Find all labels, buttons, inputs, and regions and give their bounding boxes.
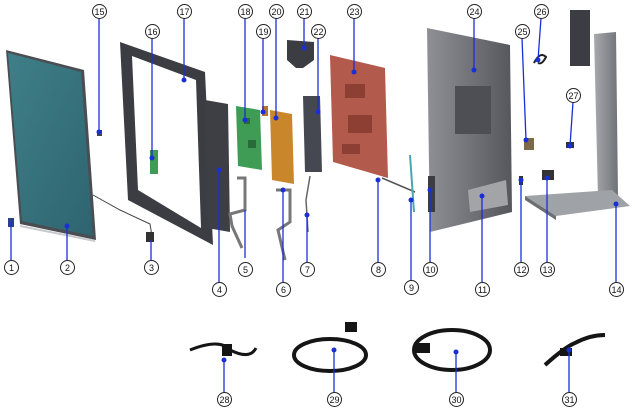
callout-25: 25 <box>515 24 530 39</box>
part-knob <box>542 170 554 180</box>
callout-8: 8 <box>371 262 386 277</box>
callout-1: 1 <box>4 260 19 275</box>
part-power-cord <box>189 342 258 356</box>
callout-22: 22 <box>311 24 326 39</box>
callout-9: 9 <box>404 280 419 295</box>
callout-21: 21 <box>297 4 312 19</box>
callout-24: 24 <box>467 4 482 19</box>
part-rear-cover <box>427 28 512 232</box>
callout-11: 11 <box>475 282 490 297</box>
callout-4: 4 <box>212 282 227 297</box>
callout-12: 12 <box>514 262 529 277</box>
part-light-guide <box>409 154 415 213</box>
callout-10: 10 <box>423 262 438 277</box>
callout-2: 2 <box>60 260 75 275</box>
callout-7: 7 <box>300 262 315 277</box>
callout-5: 5 <box>238 262 253 277</box>
part-long-cable <box>381 177 416 193</box>
callout-18: 18 <box>238 4 253 19</box>
part-middle-bezel <box>120 42 213 245</box>
part-hinge <box>524 138 534 150</box>
callout-23: 23 <box>347 4 362 19</box>
leader-dots <box>64 45 619 363</box>
part-insulator <box>205 100 230 232</box>
part-side-shield <box>303 96 322 172</box>
callout-31: 31 <box>562 392 577 407</box>
callout-14: 14 <box>609 282 624 297</box>
part-cable-usb <box>412 328 492 372</box>
part-main-board <box>236 106 262 170</box>
callout-16: 16 <box>145 24 160 39</box>
callout-30: 30 <box>449 392 464 407</box>
part-stand <box>525 10 630 220</box>
callout-29: 29 <box>327 392 342 407</box>
part-cable-hdmi <box>292 322 368 373</box>
part-connector <box>146 232 154 242</box>
callout-13: 13 <box>540 262 555 277</box>
callout-17: 17 <box>177 4 192 19</box>
callout-15: 15 <box>92 4 107 19</box>
leader-lines <box>10 17 617 392</box>
callout-20: 20 <box>269 4 284 19</box>
part-bracket-small <box>228 176 247 249</box>
callout-19: 19 <box>256 24 271 39</box>
callout-6: 6 <box>276 282 291 297</box>
part-cable-dp <box>543 333 606 367</box>
part-button-board <box>428 176 435 212</box>
callout-26: 26 <box>534 4 549 19</box>
callout-27: 27 <box>566 88 581 103</box>
part-top-bracket <box>287 40 314 68</box>
callout-28: 28 <box>217 392 232 407</box>
part-lcd-panel <box>6 50 153 242</box>
part-main-shield <box>330 55 388 178</box>
callout-3: 3 <box>144 260 159 275</box>
